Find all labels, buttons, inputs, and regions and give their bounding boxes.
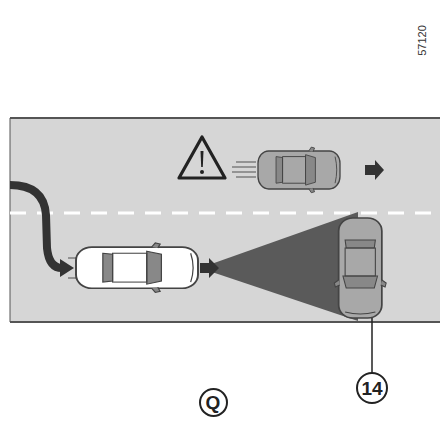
road-edge xyxy=(10,321,440,323)
lane-line xyxy=(10,212,440,215)
detection-zone xyxy=(200,212,358,321)
curved-arrow xyxy=(10,185,74,277)
road-edge xyxy=(10,118,11,322)
direction-arrow xyxy=(365,160,384,180)
warning-triangle xyxy=(179,137,225,178)
callout-circle: 14 xyxy=(356,372,388,404)
road-edge xyxy=(10,117,440,119)
parked-car xyxy=(334,218,386,318)
road xyxy=(10,118,440,322)
callout-circle: Q xyxy=(199,388,228,417)
figure-number: 57120 xyxy=(417,25,428,56)
callout-number: Q xyxy=(206,393,221,412)
direction-arrow xyxy=(200,258,219,278)
car-ahead xyxy=(258,147,340,193)
leader-line xyxy=(371,318,373,373)
own-car xyxy=(76,243,198,292)
callout-number: 14 xyxy=(361,379,382,398)
